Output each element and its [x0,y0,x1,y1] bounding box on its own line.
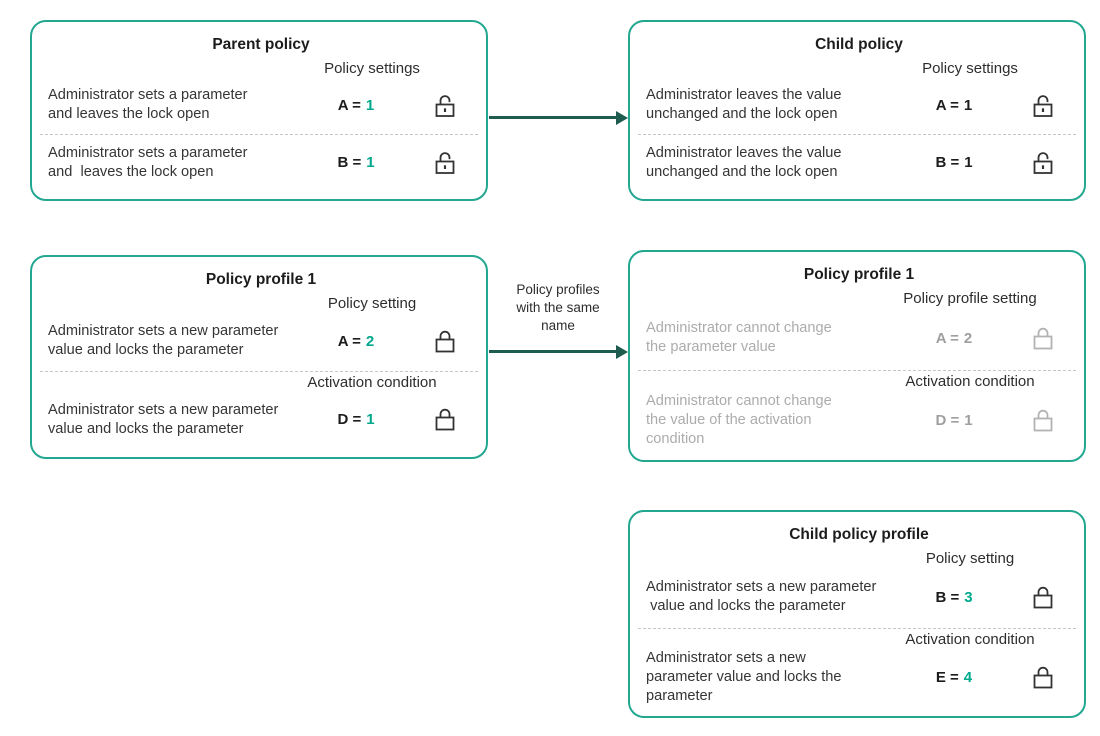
parameter-value: B = 3 [935,589,972,606]
parameter-number: 1 [964,154,973,172]
child-policy-card: Child policy Policy settings Administrat… [628,20,1086,201]
setting-row: Administrator cannot change the value of… [646,390,1072,453]
setting-row: Administrator sets a new parameter value… [646,648,1072,709]
parameter-number: 1 [964,412,973,430]
card-title: Parent policy [212,36,310,53]
row-divider [40,370,478,372]
row-description: Administrator leaves the value unchanged… [646,87,842,123]
lock-closed-icon [1031,664,1055,691]
setting-row: Administrator sets a new parameter value… [48,391,474,450]
section-label-row: Activation condition [48,374,474,391]
section-label: Policy setting [327,295,417,312]
section-label-row: Policy settings [48,60,474,77]
parameter-name: A = [337,96,361,114]
row-divider [638,627,1076,629]
lock-open-icon [433,92,457,119]
setting-row: Administrator leaves the value unchanged… [646,135,1072,192]
row-description: Administrator cannot change the paramete… [646,320,832,356]
row-description: Administrator cannot change the value of… [646,393,832,448]
parameter-number: 4 [963,669,973,687]
row-description: Administrator sets a parameter and leave… [48,87,248,123]
lock-open-icon [1031,92,1055,119]
profile-inheritance-arrow [489,344,628,359]
lock-open-icon [1031,149,1055,176]
parameter-name: A = [935,96,959,114]
parameter-name: B = [935,154,960,172]
section-label: Policy settings [324,60,420,77]
card-title: Child policy profile [789,526,929,543]
section-label: Activation condition [905,630,1035,648]
parameter-name: D = [935,412,960,430]
parameter-name: E = [935,669,959,687]
parameter-number: 1 [366,411,375,429]
parameter-value: D = 1 [935,412,972,429]
parameter-name: A = [337,332,361,350]
row-divider [40,133,478,135]
setting-row: Administrator sets a new parameter value… [646,567,1072,628]
section-label: Activation condition [905,372,1035,390]
section-label-row: Policy settings [646,60,1072,77]
policy-profile-1-locked-card: Policy profile 1 Policy profile setting … [628,250,1086,462]
parameter-value: A = 2 [338,333,375,350]
card-title: Policy profile 1 [205,271,317,288]
lock-closed-icon [1031,407,1055,434]
setting-row: Administrator leaves the value unchanged… [646,77,1072,134]
parameter-number: 3 [964,588,973,606]
setting-row: Administrator cannot change the paramete… [646,307,1072,370]
parameter-value: D = 1 [337,411,374,428]
row-divider [638,369,1076,371]
parameter-number: 1 [963,96,973,114]
setting-row: Administrator sets a parameter and leave… [48,135,474,192]
section-label: Policy profile setting [903,290,1037,307]
card-title: Policy profile 1 [803,266,915,283]
child-policy-profile-card: Child policy profile Policy setting Admi… [628,510,1086,718]
parameter-name: B = [337,154,362,172]
parameter-value: E = 4 [936,669,972,686]
lock-closed-icon [433,406,457,433]
parameter-number: 1 [365,96,375,114]
lock-open-icon [433,149,457,176]
parameter-value: A = 1 [338,97,375,114]
setting-row: Administrator sets a new parameter value… [48,312,474,371]
parameter-value: B = 1 [337,154,374,171]
lock-closed-icon [1031,325,1055,352]
section-label-row: Activation condition [646,373,1072,390]
section-label-row: Policy setting [48,295,474,312]
row-description: Administrator leaves the value unchanged… [646,144,842,180]
parameter-name: D = [337,411,362,429]
row-divider [638,133,1076,135]
row-description: Administrator sets a new parameter value… [646,579,877,615]
parameter-value: A = 1 [936,97,973,114]
row-description: Administrator sets a new parameter value… [646,650,842,705]
parameter-number: 2 [365,332,375,350]
parameter-value: A = 2 [936,330,973,347]
parameter-name: B = [935,588,960,606]
section-label-row: Policy setting [646,550,1072,567]
parameter-number: 2 [963,329,973,347]
parent-policy-card: Parent policy Policy settings Administra… [30,20,488,201]
card-title: Child policy [815,36,903,53]
parameter-name: A = [935,329,959,347]
section-label-row: Policy profile setting [646,290,1072,307]
setting-row: Administrator sets a parameter and leave… [48,77,474,134]
section-label: Activation condition [307,373,437,391]
section-label-row: Activation condition [646,631,1072,648]
parameter-value: B = 1 [935,154,972,171]
inheritance-arrow [489,110,628,125]
policy-profile-1-card: Policy profile 1 Policy setting Administ… [30,255,488,459]
row-description: Administrator sets a parameter and leave… [48,144,248,180]
lock-closed-icon [1031,584,1055,611]
parameter-number: 1 [366,154,375,172]
row-description: Administrator sets a new parameter value… [48,401,279,437]
section-label: Policy setting [925,550,1015,567]
row-description: Administrator sets a new parameter value… [48,323,279,359]
lock-closed-icon [433,328,457,355]
arrow-label: Policy profiles with the same name [516,282,600,333]
section-label: Policy settings [922,60,1018,77]
